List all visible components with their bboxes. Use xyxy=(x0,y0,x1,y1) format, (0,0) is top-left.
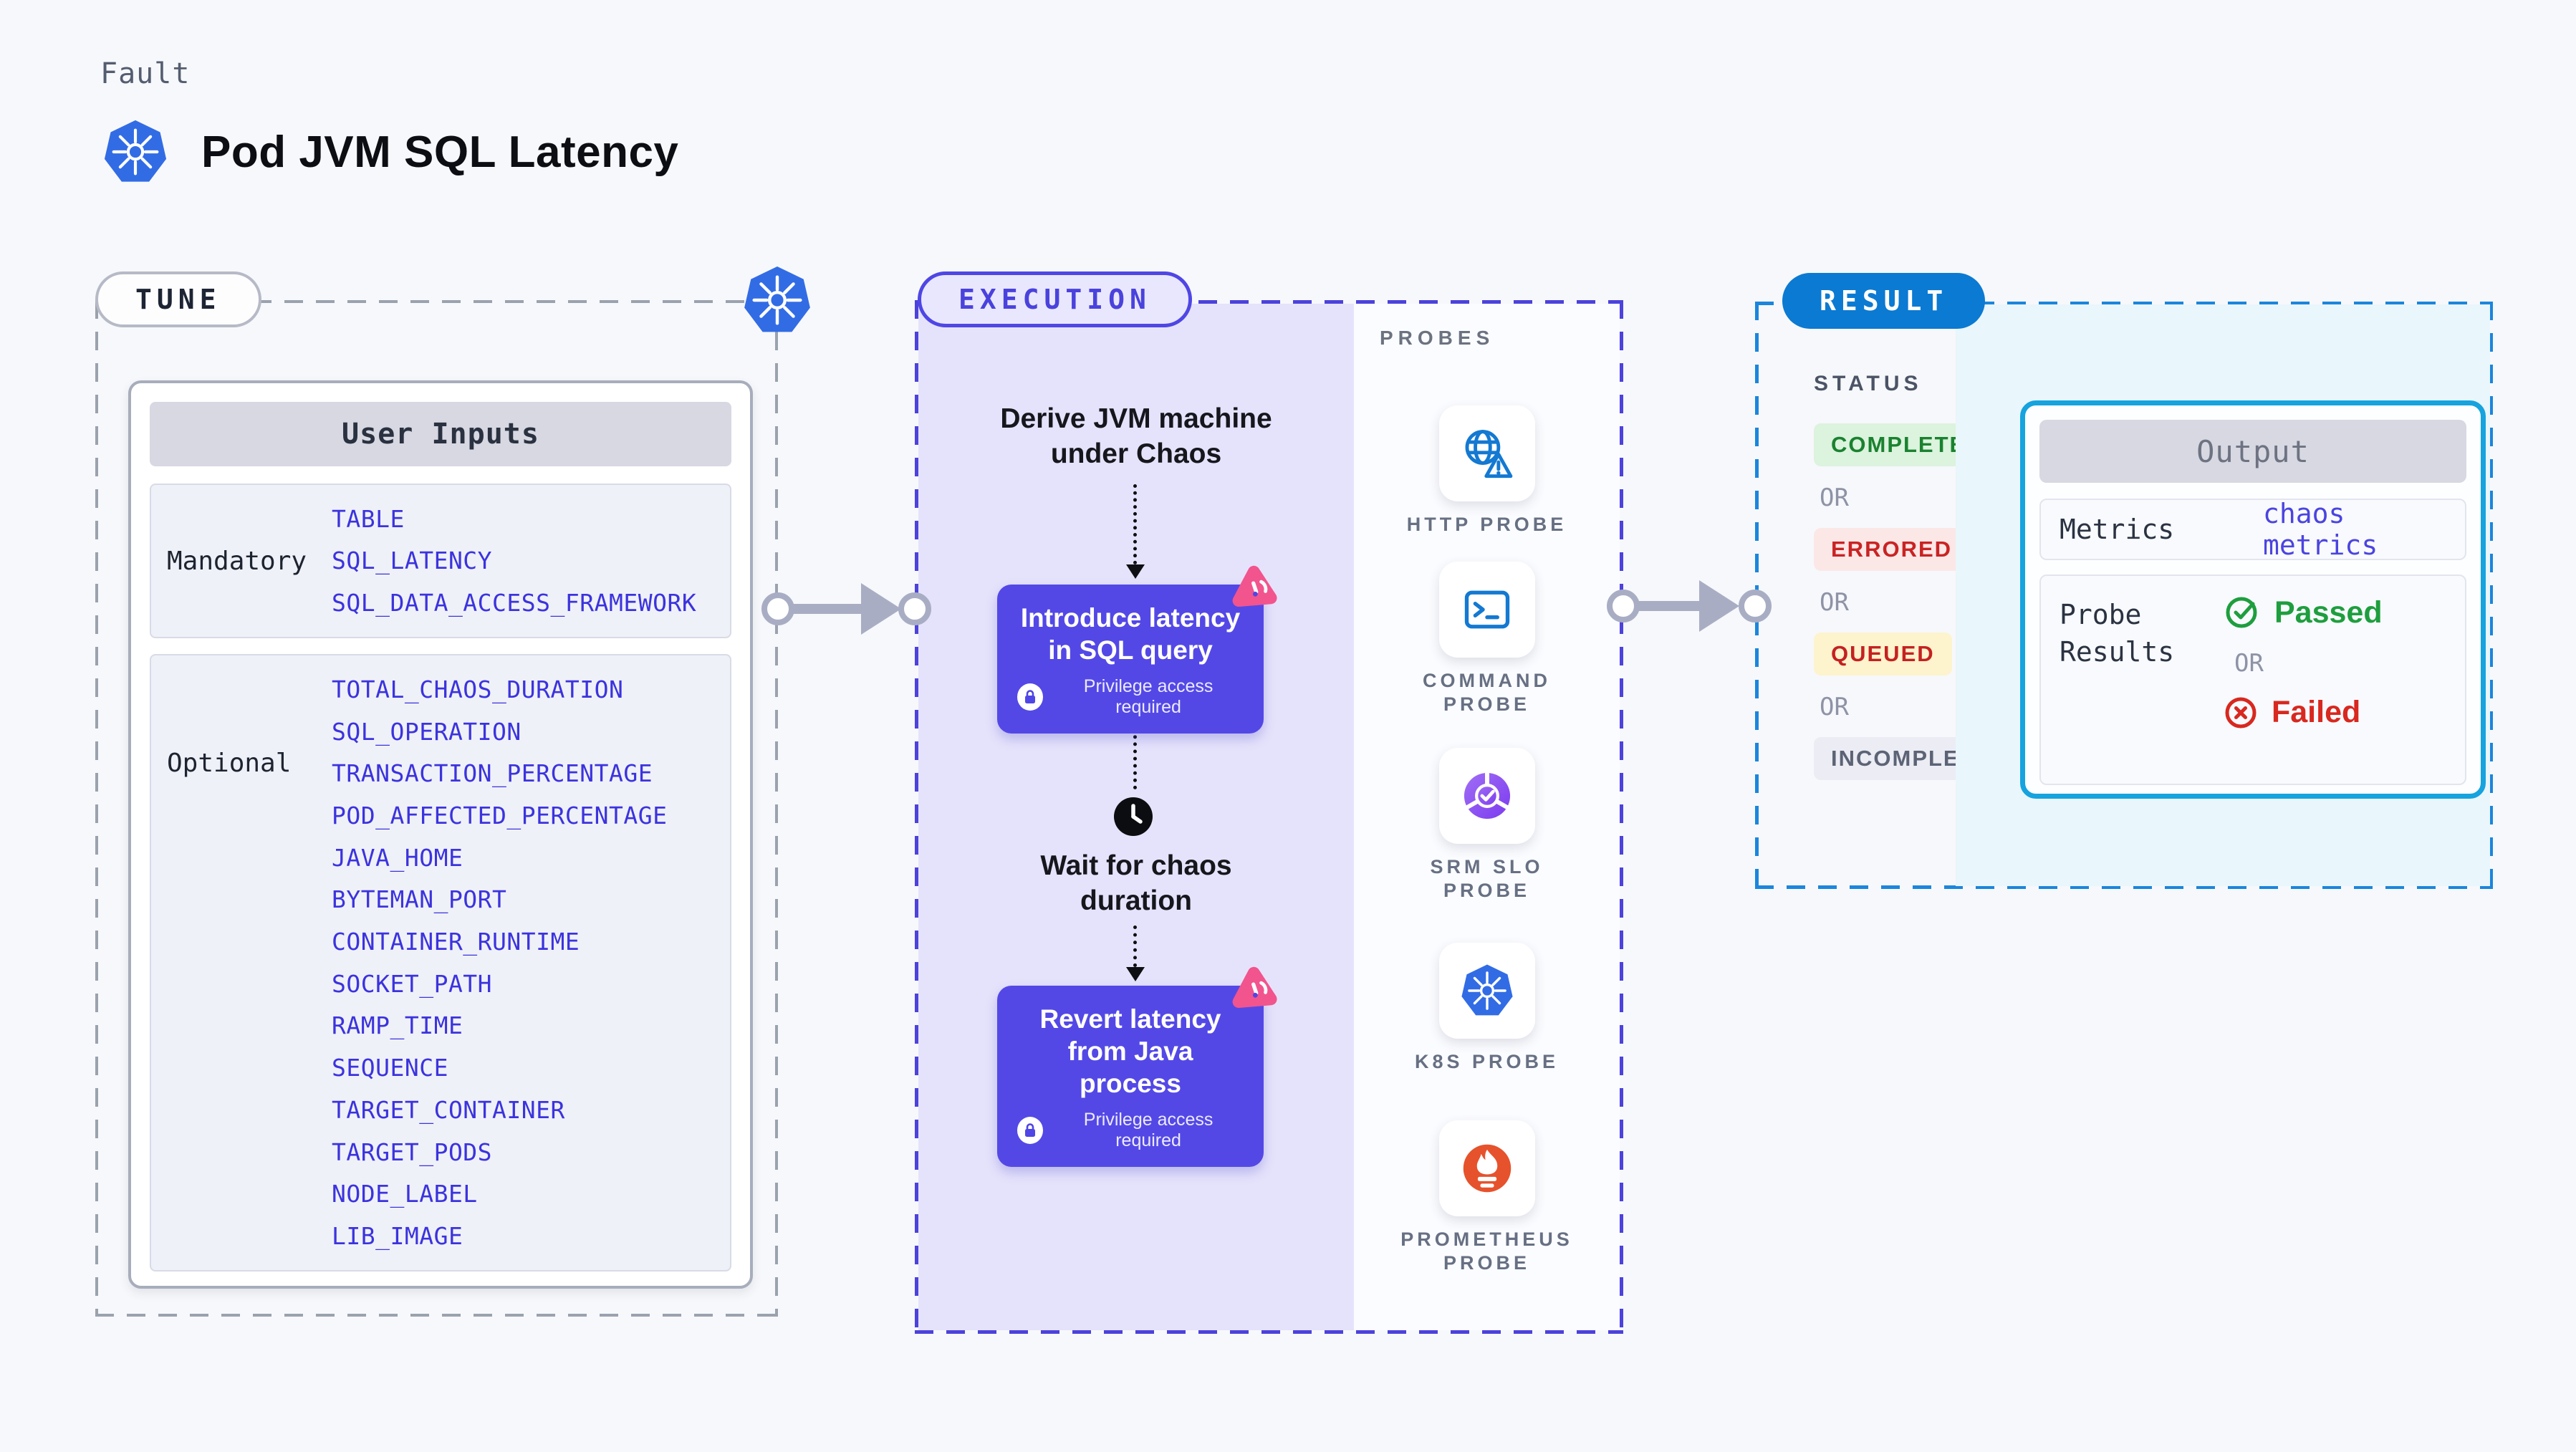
clock-icon xyxy=(1113,797,1153,840)
srm-slo-probe-icon xyxy=(1438,748,1535,844)
http-probe-icon xyxy=(1438,405,1535,501)
param: TRANSACTION_PERCENTAGE xyxy=(332,759,653,788)
status-label: STATUS xyxy=(1814,372,1923,395)
param: JAVA_HOME xyxy=(332,843,463,872)
kubernetes-icon xyxy=(104,120,167,182)
probes-panel: PROBES HTTP PROBE xyxy=(1354,304,1620,1330)
optional-row: Optional TOTAL_CHAOS_DURATION SQL_OPERAT… xyxy=(150,654,731,1271)
param: TARGET_CONTAINER xyxy=(332,1095,565,1124)
step-revert-title: Revert latency from Java process xyxy=(1039,1004,1221,1098)
probe-item: K8S PROBE xyxy=(1354,943,1620,1074)
command-probe-icon xyxy=(1438,562,1535,658)
kubernetes-icon xyxy=(744,266,810,332)
lock-icon xyxy=(1017,1117,1044,1144)
mandatory-params: TABLE SQL_LATENCY SQL_DATA_ACCESS_FRAMEW… xyxy=(332,485,730,637)
param: CONTAINER_RUNTIME xyxy=(332,928,580,956)
result-badge: RESULT xyxy=(1782,273,1986,329)
step-derive: Derive JVM machine under Chaos xyxy=(1000,403,1272,469)
param: NODE_LABEL xyxy=(332,1180,478,1208)
param: TARGET_PODS xyxy=(332,1138,493,1166)
prometheus-probe-icon xyxy=(1438,1120,1535,1216)
k8s-probe-icon xyxy=(1438,943,1535,1039)
probe-label: K8S PROBE xyxy=(1414,1051,1559,1072)
probe-label: PROMETHEUS PROBE xyxy=(1400,1229,1573,1274)
param: SQL_OPERATION xyxy=(332,717,522,746)
passed-check-icon xyxy=(2226,597,2257,628)
connector-line xyxy=(1133,484,1137,564)
step-wait: Wait for chaos duration xyxy=(1040,850,1232,916)
arrow-down-icon xyxy=(1126,564,1145,579)
lock-icon xyxy=(1017,683,1044,711)
execution-flow: Derive JVM machine under Chaos Introduce… xyxy=(918,304,1354,1330)
step-inject-title: Introduce latency in SQL query xyxy=(1020,603,1241,665)
param: SEQUENCE xyxy=(332,1054,448,1082)
param: POD_AFFECTED_PERCENTAGE xyxy=(332,801,668,830)
param: RAMP_TIME xyxy=(332,1011,463,1040)
optional-label: Optional xyxy=(167,749,292,778)
status-badge-errored: ERRORED xyxy=(1814,528,1970,571)
result-section: RESULT STATUS COMPLETED OR ERRORED OR QU… xyxy=(1755,273,2493,889)
metrics-row: Metrics chaos metrics xyxy=(2039,498,2466,561)
privilege-note: Privilege access required xyxy=(1083,676,1213,717)
optional-params: TOTAL_CHAOS_DURATION SQL_OPERATION TRANS… xyxy=(332,655,730,1270)
or-label: OR xyxy=(1820,588,1849,617)
or-label: OR xyxy=(1820,693,1849,721)
param: TABLE xyxy=(332,504,405,533)
title-row: Pod JVM SQL Latency xyxy=(102,119,678,185)
param: SQL_DATA_ACCESS_FRAMEWORK xyxy=(332,589,697,617)
step-inject-box: Introduce latency in SQL query Privilege… xyxy=(997,565,1277,734)
tune-badge: TUNE xyxy=(95,271,261,327)
failed-label: Failed xyxy=(2272,695,2361,729)
probe-label: HTTP PROBE xyxy=(1406,514,1567,535)
probe-item: SRM SLO PROBE xyxy=(1354,748,1620,903)
probe-item: HTTP PROBE xyxy=(1354,405,1620,537)
param: LIB_IMAGE xyxy=(332,1221,463,1250)
user-inputs-table: User Inputs Mandatory TABLE SQL_LATENCY … xyxy=(128,380,753,1289)
metrics-value: chaos metrics xyxy=(2263,498,2378,561)
probe-item: PROMETHEUS PROBE xyxy=(1354,1120,1620,1275)
fault-kicker: Fault xyxy=(100,57,191,90)
output-card: Output Metrics chaos metrics Probe Resul… xyxy=(2020,400,2486,799)
probe-label: SRM SLO PROBE xyxy=(1430,856,1544,901)
param: BYTEMAN_PORT xyxy=(332,885,507,914)
chaos-fault-icon xyxy=(1232,966,1277,1009)
probe-item: COMMAND PROBE xyxy=(1354,562,1620,716)
status-badge-queued: QUEUED xyxy=(1814,633,1952,675)
execution-badge: EXECUTION xyxy=(918,271,1192,327)
param: SOCKET_PATH xyxy=(332,969,493,998)
probe-label: COMMAND PROBE xyxy=(1423,670,1551,715)
probe-results-row: Probe Results Passed OR xyxy=(2039,574,2466,785)
arrow-down-icon xyxy=(1126,967,1145,981)
probe-results-label: Probe Results xyxy=(2060,599,2175,668)
or-label: OR xyxy=(2234,649,2264,678)
connector-line xyxy=(1133,925,1137,967)
failed-x-icon xyxy=(2225,697,2257,728)
execution-section: EXECUTION Derive JVM machine under Chaos… xyxy=(915,271,1623,1334)
privilege-note: Privilege access required xyxy=(1083,1110,1213,1150)
output-header: Output xyxy=(2039,420,2466,483)
tune-section: TUNE User Inputs Mandatory TABLE SQL_LAT… xyxy=(95,266,810,1317)
mandatory-row: Mandatory TABLE SQL_LATENCY SQL_DATA_ACC… xyxy=(150,484,731,638)
step-revert-box: Revert latency from Java process Privile… xyxy=(997,966,1277,1167)
chaos-fault-icon xyxy=(1232,565,1277,607)
passed-label: Passed xyxy=(2274,595,2383,630)
metrics-label: Metrics xyxy=(2060,514,2175,545)
mandatory-label: Mandatory xyxy=(167,546,307,576)
connector-line xyxy=(1133,706,1137,789)
page-title: Pod JVM SQL Latency xyxy=(201,127,679,177)
output-panel: Output Metrics chaos metrics Probe Resul… xyxy=(1956,304,2490,886)
param: TOTAL_CHAOS_DURATION xyxy=(332,675,624,703)
user-inputs-header: User Inputs xyxy=(150,402,731,466)
param: SQL_LATENCY xyxy=(332,547,493,575)
or-label: OR xyxy=(1820,484,1849,512)
probes-label: PROBES xyxy=(1380,327,1495,349)
